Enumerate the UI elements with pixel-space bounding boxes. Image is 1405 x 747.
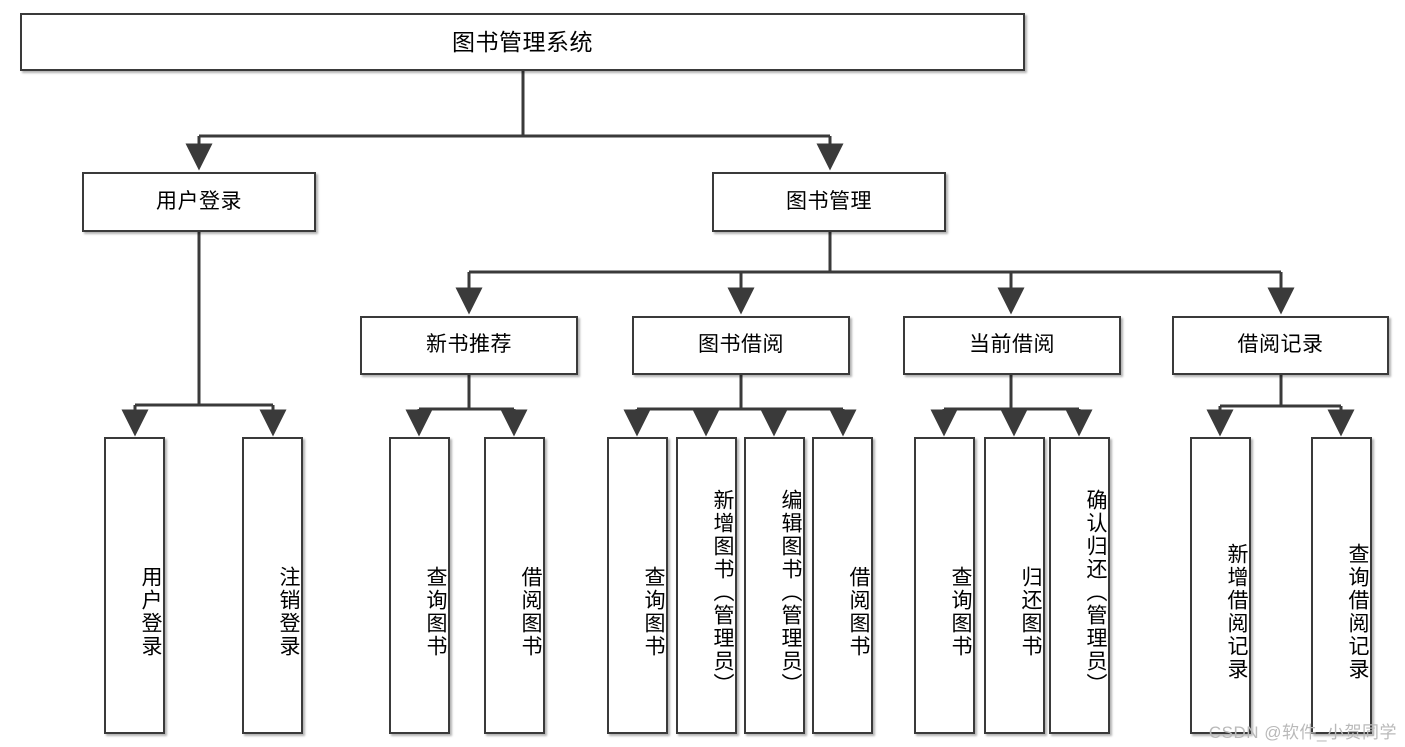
csdn-watermark: CSDN @软件_小贺同学 <box>1208 723 1397 742</box>
node-book-management[interactable]: 图书管理 <box>712 172 946 232</box>
leaf-query-borrow-record[interactable]: 查询借阅记录 <box>1311 437 1372 734</box>
leaf-query-book-borrow[interactable]: 查询图书 <box>607 437 668 734</box>
node-root[interactable]: 图书管理系统 <box>20 13 1025 71</box>
node-new-book-recommend[interactable]: 新书推荐 <box>360 316 578 375</box>
node-current-borrow[interactable]: 当前借阅 <box>903 316 1121 375</box>
leaf-add-book-admin[interactable]: 新增图书（管理员） <box>676 437 737 734</box>
leaf-return-book[interactable]: 归还图书 <box>984 437 1045 734</box>
leaf-confirm-return-admin[interactable]: 确认归还（管理员） <box>1049 437 1110 734</box>
leaf-query-book-newrec[interactable]: 查询图书 <box>389 437 450 734</box>
leaf-borrow-book-newrec[interactable]: 借阅图书 <box>484 437 545 734</box>
node-user-login[interactable]: 用户登录 <box>82 172 316 232</box>
leaf-borrow-book[interactable]: 借阅图书 <box>812 437 873 734</box>
leaf-query-book-current[interactable]: 查询图书 <box>914 437 975 734</box>
leaf-edit-book-admin[interactable]: 编辑图书（管理员） <box>744 437 805 734</box>
leaf-user-login[interactable]: 用户登录 <box>104 437 165 734</box>
node-borrow-record[interactable]: 借阅记录 <box>1172 316 1389 375</box>
leaf-logout[interactable]: 注销登录 <box>242 437 303 734</box>
leaf-add-borrow-record[interactable]: 新增借阅记录 <box>1190 437 1251 734</box>
node-book-borrow[interactable]: 图书借阅 <box>632 316 850 375</box>
